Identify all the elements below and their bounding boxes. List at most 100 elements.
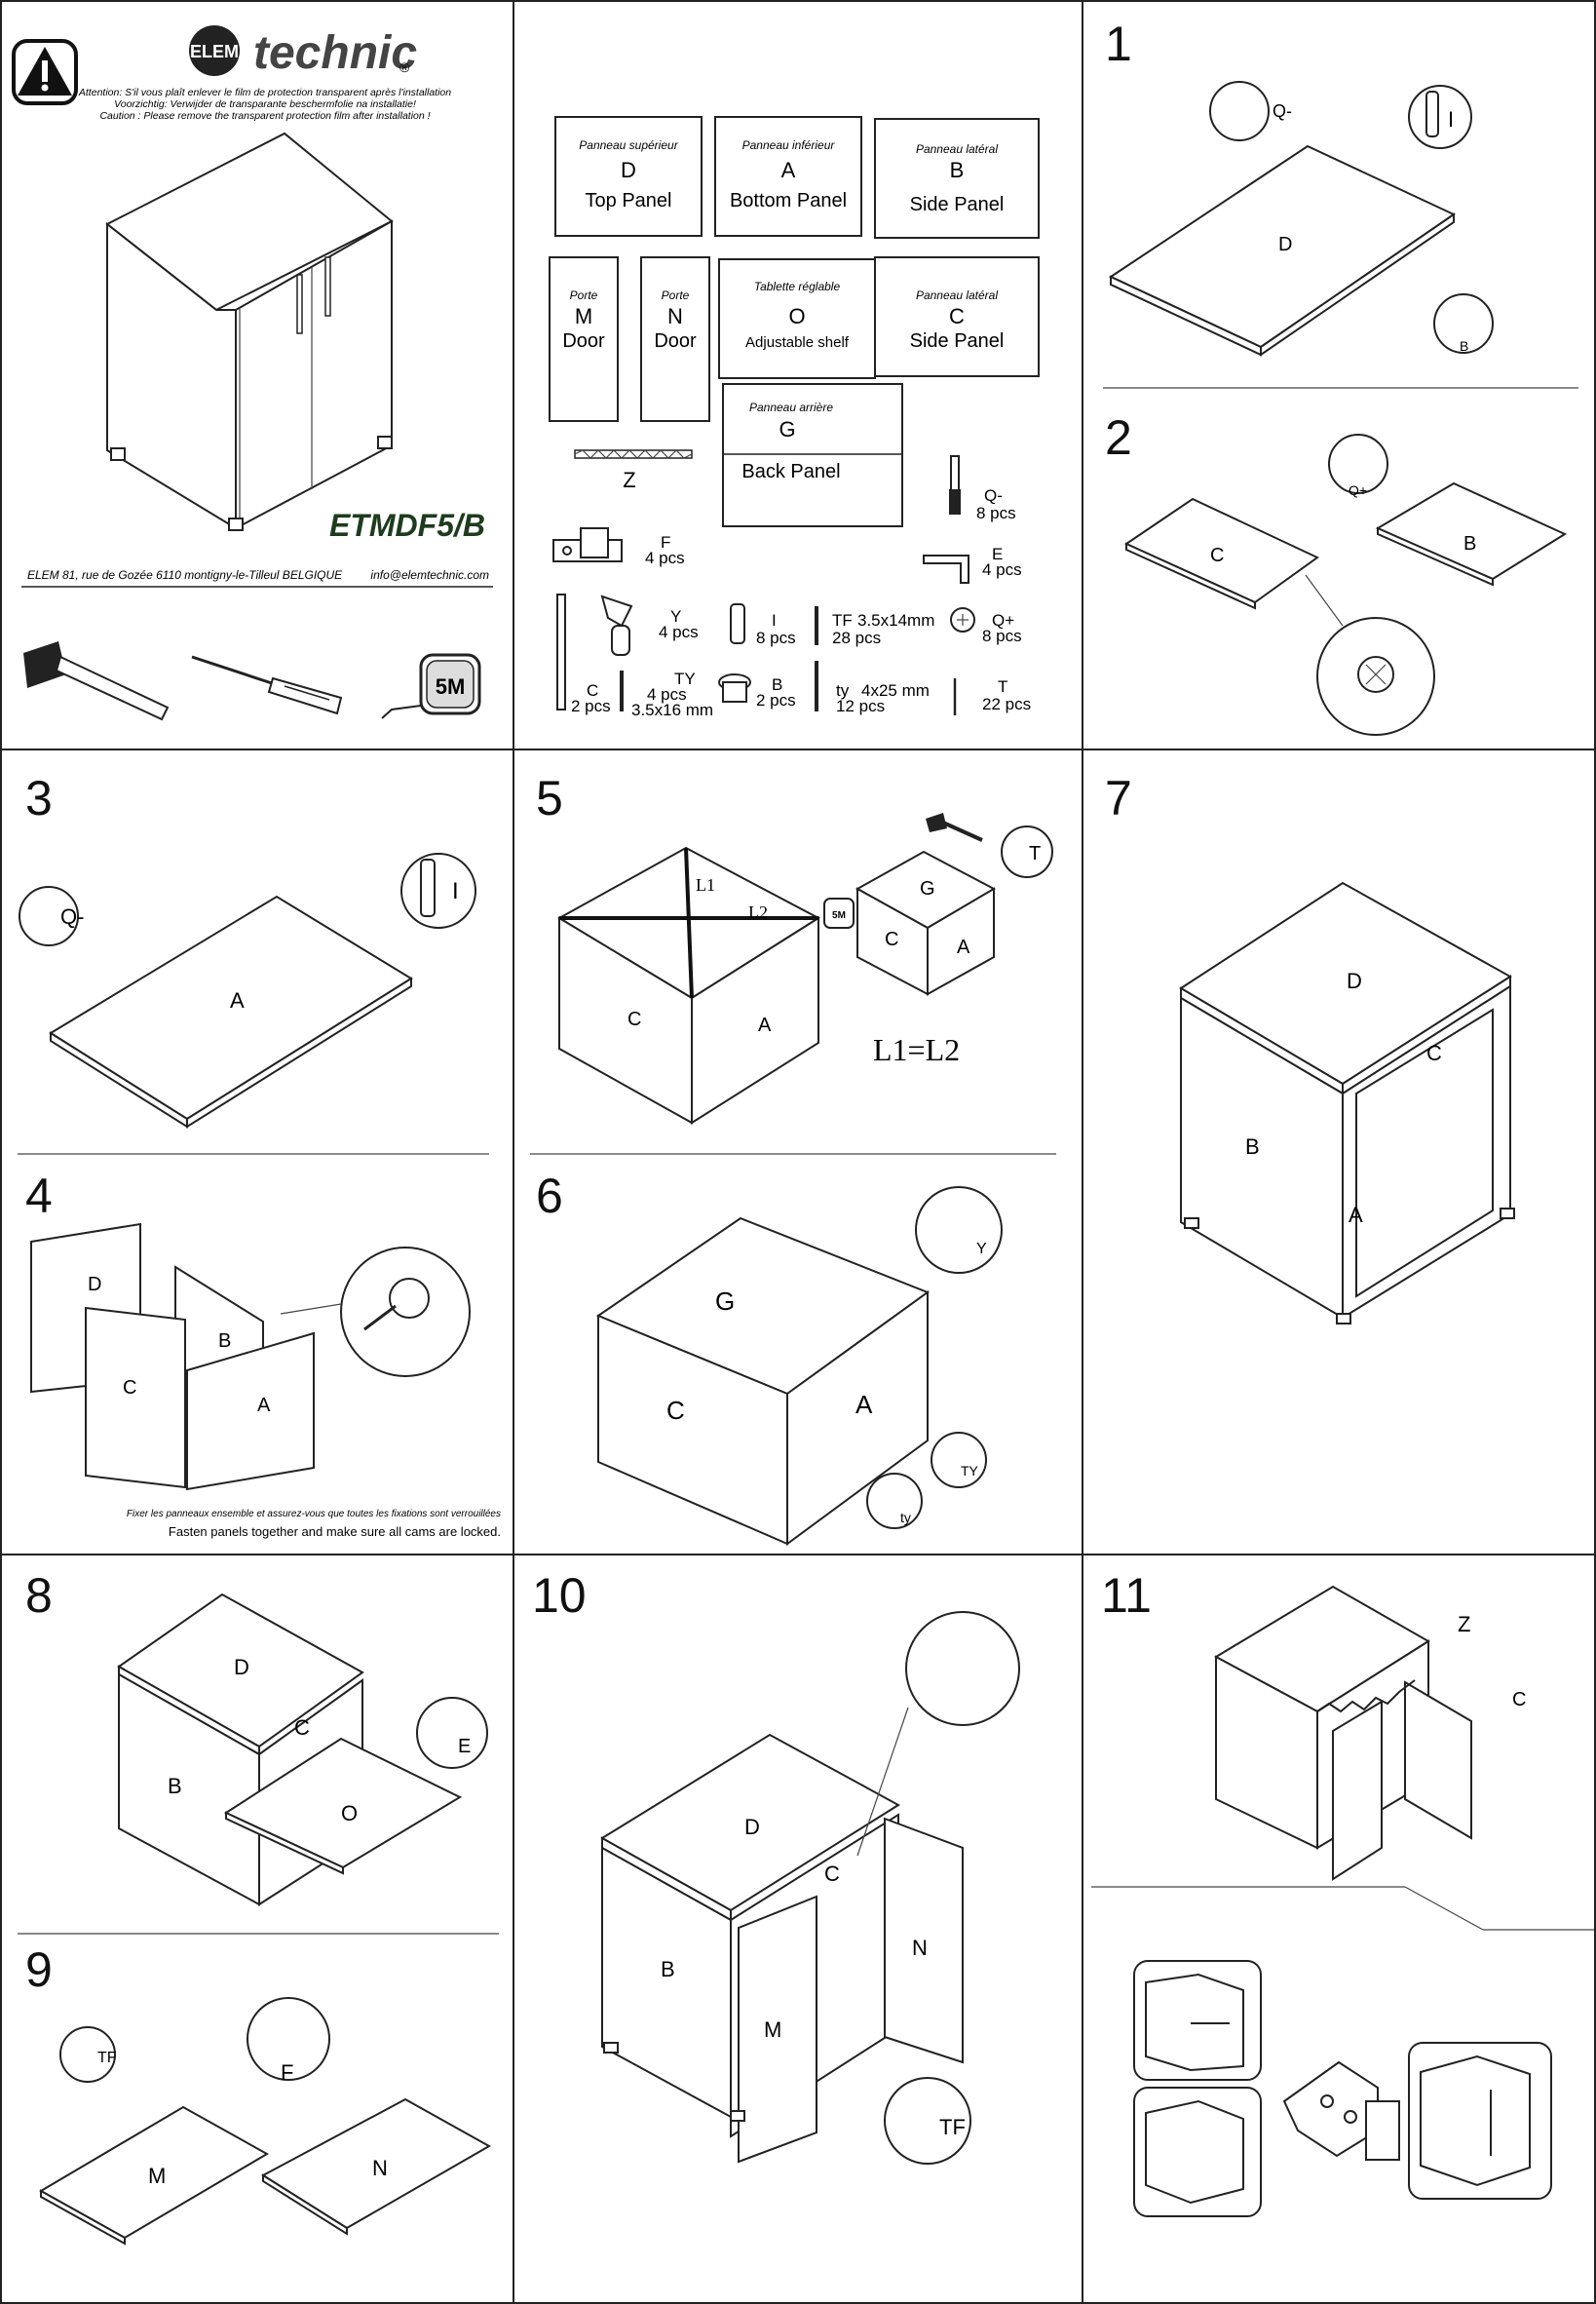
tape-measure-icon: 5M [823, 898, 855, 929]
brand-logo: ELEM technic ® [189, 25, 417, 79]
knob-callout [1433, 293, 1494, 354]
hw-code: ty [836, 681, 850, 700]
step-10-panel: 10 D C B M N TF [513, 1554, 1083, 2304]
hardware-i-dowel: I 8 pcs [730, 603, 796, 647]
part-fr: Panneau inférieur [742, 138, 836, 152]
part-z-strip: Z [574, 449, 693, 492]
part-letter: D [621, 158, 636, 182]
steps-5-6-panel: 5 6 L1 L2 C A 5M G C A T [513, 749, 1083, 1555]
tape-label: 5M [436, 674, 466, 699]
part-en: Bottom Panel [730, 190, 847, 211]
step5-tape-label: 5M [832, 910, 846, 921]
step7-d-label: D [1347, 969, 1362, 993]
hardware-t-nail: T 22 pcs [953, 677, 1031, 715]
part-fr: Panneau arrière [749, 401, 833, 414]
hw-qty: 4 pcs [645, 549, 685, 567]
step-9-number: 9 [25, 1942, 53, 1997]
step6-ty-big-label: TY [961, 1463, 979, 1478]
step-6-number: 6 [536, 1169, 563, 1223]
step11-z-label: Z [1458, 1612, 1470, 1636]
step9-f-label: F [281, 2060, 293, 2085]
part-letter: B [950, 158, 965, 182]
step5-equation: L1=L2 [873, 1032, 960, 1067]
step-8-number: 8 [25, 1568, 53, 1623]
step6-ty-small-label: ty [900, 1510, 911, 1525]
step2-c-label: C [1210, 545, 1224, 566]
tf-screw-callout [884, 2077, 971, 2165]
step3-panel-label: A [230, 988, 245, 1013]
hw-code: B [772, 675, 782, 694]
hinge-callout [247, 1997, 330, 2081]
hardware-ty-screw: TY 4 pcs 3.5x16 mm [620, 670, 713, 719]
hw-qty: 8 pcs [976, 504, 1016, 522]
step9-m-label: M [148, 2164, 166, 2188]
step1-b-label: B [1460, 338, 1468, 354]
hw-qty: 12 pcs [836, 697, 885, 715]
step-1-number: 1 [1105, 17, 1132, 71]
step5-l2-label: L2 [748, 902, 768, 922]
step10-tf-label: TF [939, 2115, 966, 2139]
step6-g-label: G [715, 1286, 735, 1316]
nail-callout [1001, 826, 1053, 878]
hw-code: Y [670, 607, 681, 626]
hw-qty: 4 pcs [982, 560, 1022, 579]
steps-1-2-panel: 1 2 D Q- I B C B Q+ [1082, 0, 1596, 750]
part-letter: N [667, 304, 683, 328]
step4-note-en: Fasten panels together and make sure all… [169, 1524, 501, 1539]
part-letter: A [781, 158, 796, 182]
part-en: Side Panel [910, 194, 1005, 215]
step6-c-label: C [666, 1396, 685, 1425]
part-side-panel-b: Panneau latéral B Side Panel [874, 118, 1040, 239]
hw-qty: 8 pcs [756, 629, 796, 647]
part-en: Back Panel [741, 461, 840, 482]
dowel-callout [400, 853, 476, 929]
hw-size: 3.5x16 mm [631, 701, 713, 719]
part-z-label: Z [623, 468, 635, 492]
step1-panel-label: D [1278, 234, 1292, 255]
tape-measure-icon: 5M [381, 653, 481, 719]
bracket-callout [416, 1697, 488, 1769]
step3-q-label: Q- [60, 904, 84, 929]
company-email: info@elemtechnic.com [370, 568, 489, 582]
part-fr: Panneau latéral [916, 142, 998, 156]
hw-qty: 2 pcs [571, 697, 611, 715]
part-letter: C [949, 304, 965, 328]
step4-d-label: D [88, 1274, 101, 1295]
hardware-q-minus: Q- 8 pcs [949, 455, 1016, 522]
steps-3-4-panel: 3 4 A Q- I D B C A Fixer les pa [0, 749, 514, 1555]
hardware-ty-long-screw: ty 4x25 mm 12 pcs [815, 661, 930, 715]
hw-size: 4x25 mm [861, 681, 930, 700]
cam-callout [1328, 434, 1388, 494]
hammer-icon [926, 813, 983, 842]
step8-b-label: B [168, 1774, 182, 1798]
step7-c-label: C [1426, 1041, 1442, 1065]
part-adjustable-shelf: Tablette réglable O Adjustable shelf [718, 258, 876, 379]
cover-panel: ELEM technic ® Attention: S'il vous plaî… [0, 0, 514, 750]
part-door-m: Porte M Door [549, 256, 619, 422]
part-en: Side Panel [910, 330, 1005, 352]
step5-g-label: G [920, 878, 935, 900]
part-fr: Panneau supérieur [579, 138, 678, 152]
screwdriver-icon [191, 655, 343, 715]
hw-qty: 4 pcs [647, 685, 687, 704]
part-en: Adjustable shelf [745, 334, 850, 351]
step9-n-label: N [372, 2156, 388, 2180]
step10-d-label: D [744, 1815, 760, 1839]
step4-c-label: C [123, 1377, 136, 1399]
hw-code: E [992, 545, 1003, 563]
model-number: ETMDF5/B [329, 508, 485, 543]
step2-b-label: B [1463, 533, 1476, 555]
hw-qty: 2 pcs [756, 691, 796, 710]
hw-code: Q- [984, 486, 1003, 505]
hardware-f-hinge: F 4 pcs [552, 527, 685, 567]
step4-note-fr: Fixer les panneaux ensemble et assurez-v… [127, 1509, 501, 1519]
ty-screw-callout [931, 1432, 987, 1488]
warning-nl: Voorzichtig: Verwijder de transparante b… [114, 98, 416, 110]
hw-code: I [772, 611, 777, 630]
hardware-q-plus-cam: Q+ 8 pcs [950, 607, 1022, 645]
steps-8-9-drawing: D C B O E M N TF F [18, 1593, 499, 2246]
step-10-number: 10 [532, 1568, 587, 1623]
q-minus-callout [19, 886, 79, 946]
step6-a-label: A [855, 1390, 873, 1419]
